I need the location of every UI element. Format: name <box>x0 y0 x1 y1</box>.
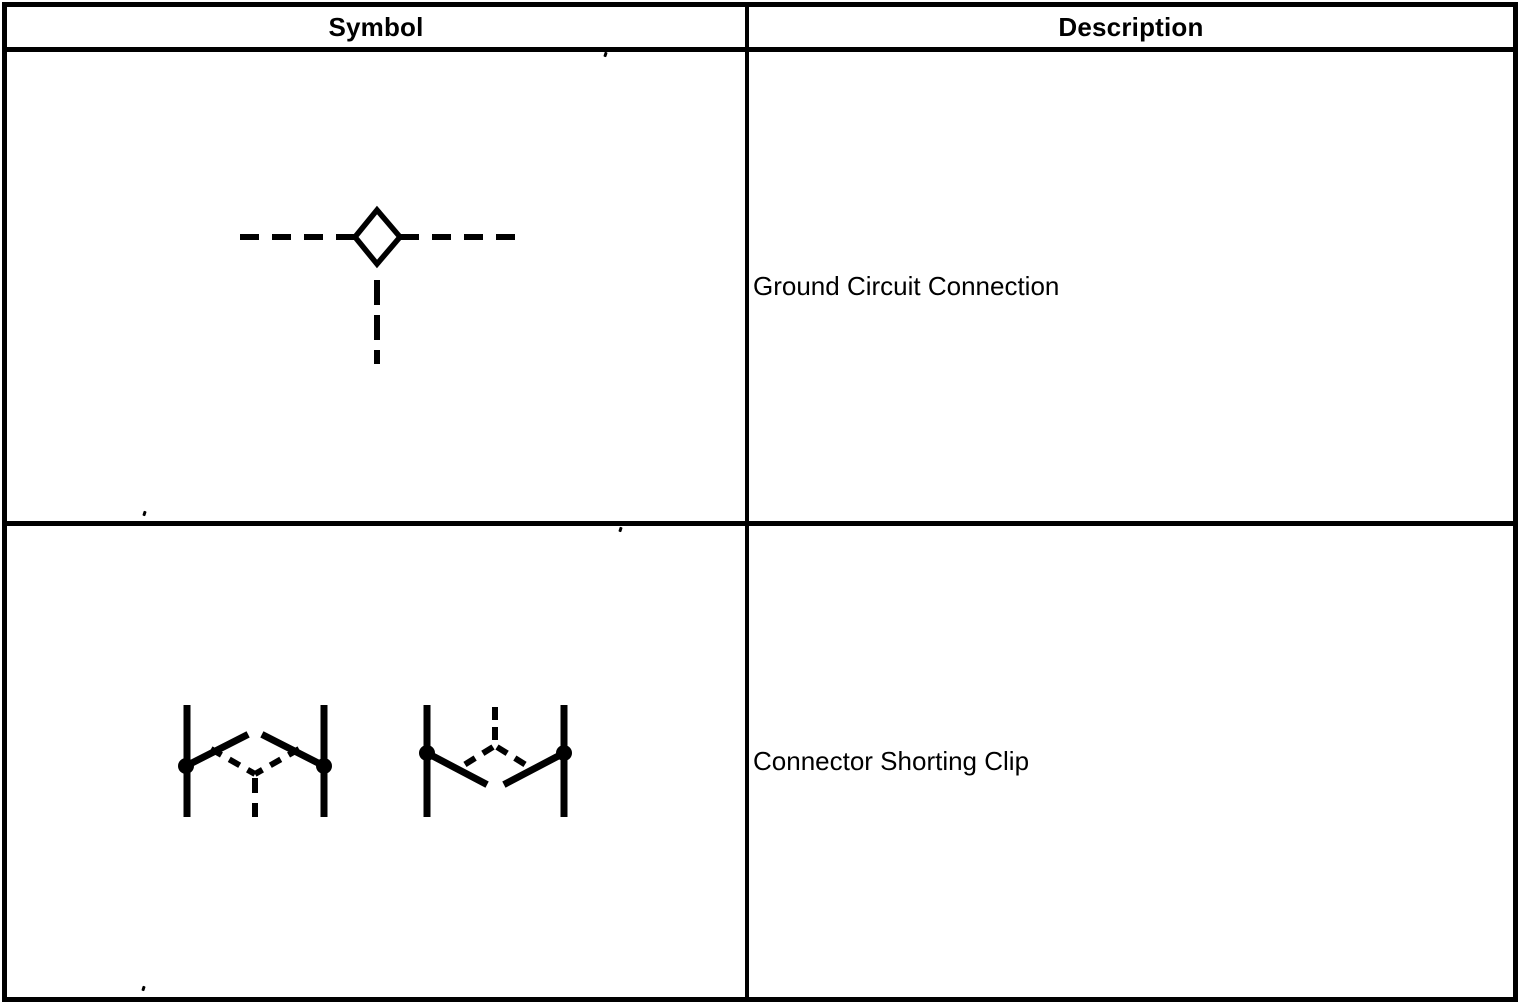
table-row-1-description-text: Ground Circuit Connection <box>753 271 1060 301</box>
table-row-1-description-cell: Ground Circuit Connection <box>749 52 1513 526</box>
symbol-column-header: Symbol <box>328 11 424 42</box>
header-cell-symbol: Symbol <box>7 7 749 52</box>
table-row-2-description-cell: Connector Shorting Clip <box>749 526 1513 997</box>
connector-shorting-clip-icon <box>178 705 572 817</box>
header-cell-description: Description <box>749 7 1513 52</box>
ground-circuit-connection-icon <box>233 205 518 364</box>
table-row-1-symbol-cell <box>7 52 749 526</box>
table-row-2-symbol-cell <box>7 526 749 997</box>
shorting-clip-arms-down <box>419 705 572 817</box>
shorting-clip-arms-up <box>178 705 332 817</box>
table-row-2-description-text: Connector Shorting Clip <box>753 746 1030 776</box>
description-column-header: Description <box>1058 11 1204 42</box>
